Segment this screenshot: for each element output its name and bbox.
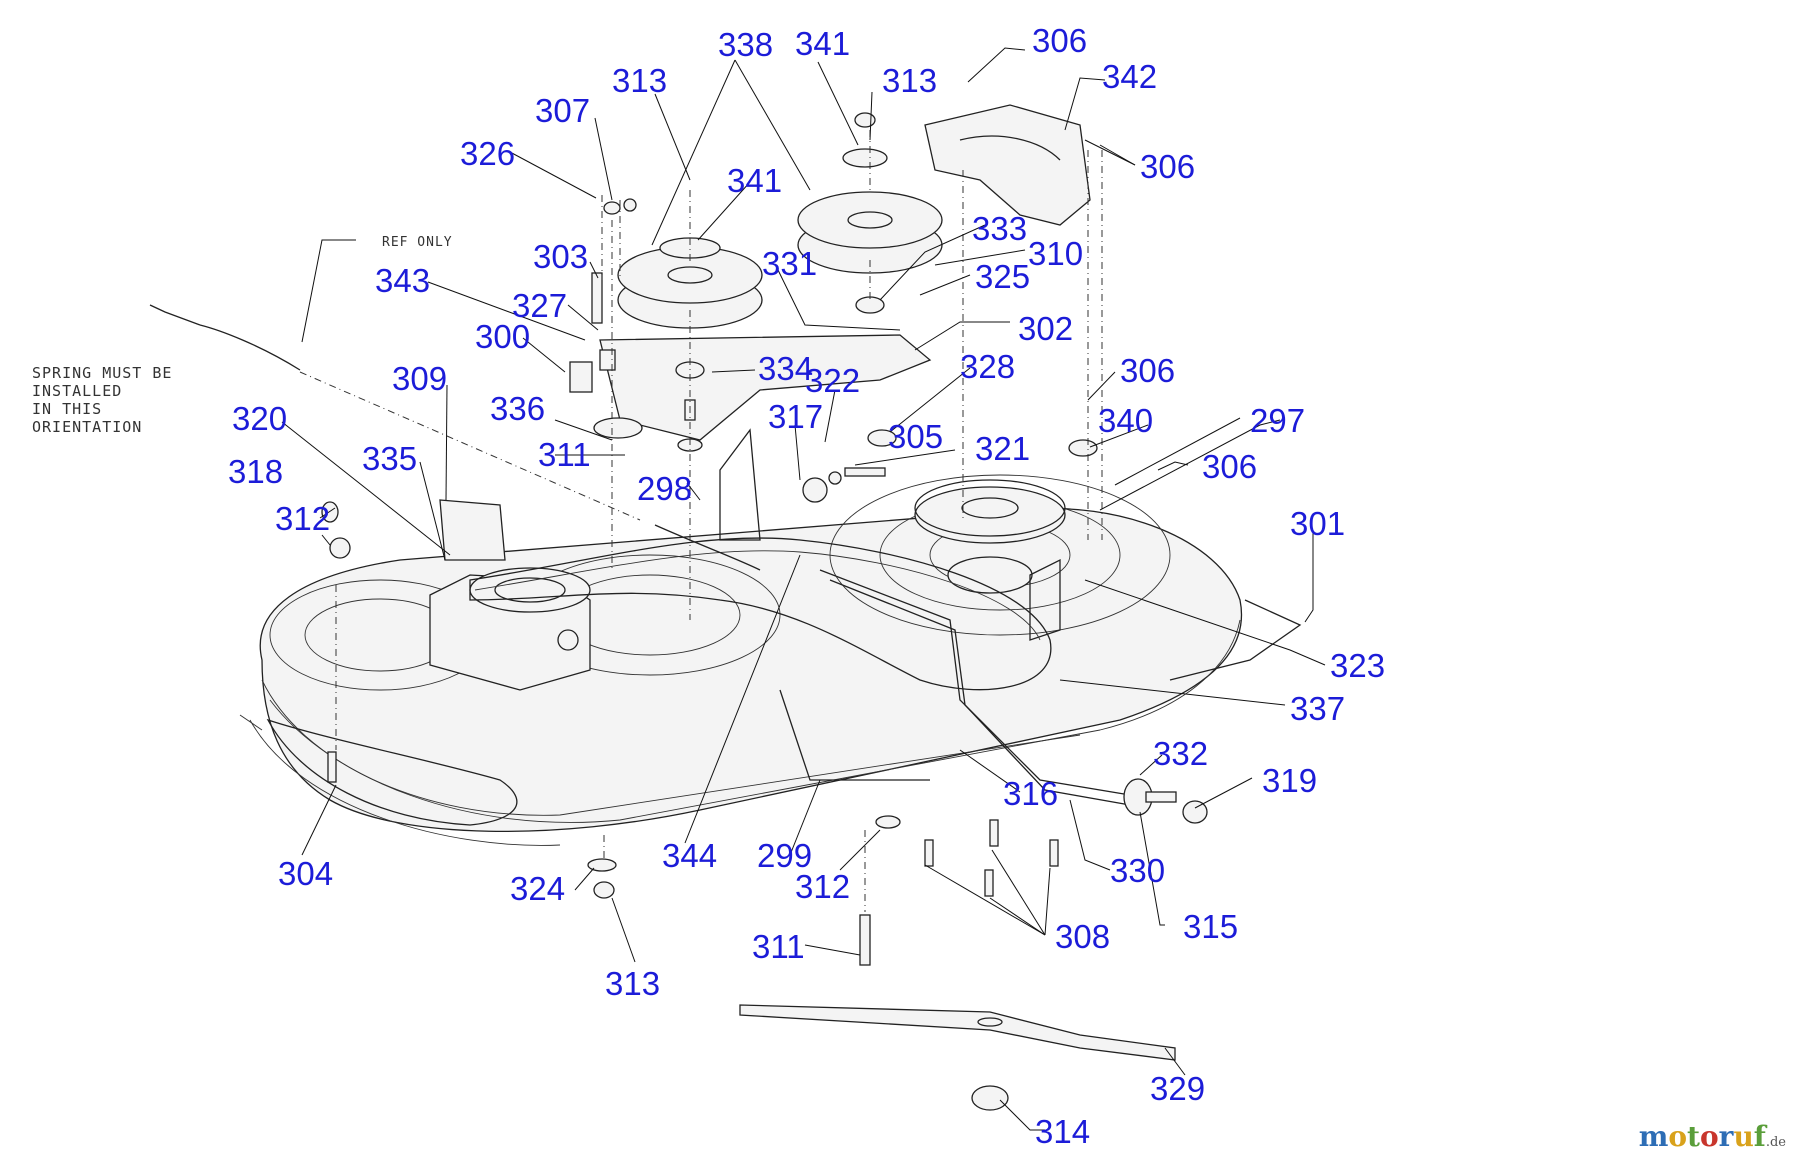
callout-label: 306 [1140, 148, 1195, 185]
callout-label: 307 [535, 92, 590, 129]
callout-leaders [281, 47, 1326, 1131]
motoruf-watermark-logo: motoruf.de [1639, 1120, 1786, 1153]
callout-label: 333 [972, 210, 1027, 247]
callout-label: 332 [1153, 735, 1208, 772]
callout-label: 301 [1290, 505, 1345, 542]
idler-pulley-left [617, 237, 763, 329]
callout-label: 298 [637, 470, 692, 507]
front-link-rod [779, 569, 1131, 806]
callout-label: 305 [888, 418, 943, 455]
callout-label: 344 [662, 837, 717, 874]
spring-orientation-note: SPRING MUST BE INSTALLED IN THIS ORIENTA… [32, 364, 172, 436]
callout-label: 310 [1028, 235, 1083, 272]
callout-label: 342 [1102, 58, 1157, 95]
belt-keeper-bracket [924, 104, 1091, 226]
callout-label: 343 [375, 262, 430, 299]
callout-label: 331 [762, 245, 817, 282]
callout-label: 323 [1330, 647, 1385, 684]
cutting-blade [739, 1004, 1176, 1061]
callout-labels: 338 341 313 313 306 342 307 326 341 306 … [228, 22, 1385, 1150]
watermark-letter: t [1687, 1120, 1700, 1153]
callout-label: 322 [805, 362, 860, 399]
callout-label: 313 [605, 965, 660, 1002]
callout-label: 316 [1003, 775, 1058, 812]
callout-label: 306 [1120, 352, 1175, 389]
spring-note-line-1: SPRING MUST BE [32, 364, 172, 382]
callout-label: 304 [278, 855, 333, 892]
callout-label: 313 [882, 62, 937, 99]
watermark-letter: o [1699, 1120, 1719, 1153]
callout-label: 336 [490, 390, 545, 427]
callout-label: 330 [1110, 852, 1165, 889]
callout-label: 334 [758, 350, 813, 387]
watermark-letter: o [1668, 1120, 1688, 1153]
callout-label: 311 [538, 436, 591, 473]
watermark-letter: u [1733, 1120, 1754, 1153]
callout-label: 329 [1150, 1070, 1205, 1107]
callout-label: 337 [1290, 690, 1345, 727]
spring-note-line-3: IN THIS [32, 400, 102, 418]
idler-pulley-right [797, 148, 943, 274]
callout-label: 312 [275, 500, 330, 537]
callout-label: 325 [975, 258, 1030, 295]
callout-label: 326 [460, 135, 515, 172]
callout-label: 328 [960, 348, 1015, 385]
watermark-letter: f [1753, 1120, 1766, 1153]
callout-label: 318 [228, 453, 283, 490]
callout-label: 341 [727, 162, 782, 199]
callout-label: 313 [612, 62, 667, 99]
callout-label: 320 [232, 400, 287, 437]
callout-label: 317 [768, 398, 823, 435]
callout-label: 340 [1098, 402, 1153, 439]
callout-label: 311 [752, 928, 805, 965]
deck-belt [469, 537, 1052, 691]
callout-label: 335 [362, 440, 417, 477]
callout-label: 312 [795, 868, 850, 905]
ref-only-note: REF ONLY [382, 235, 453, 250]
callout-label: 306 [1032, 22, 1087, 59]
callout-label: 324 [510, 870, 565, 907]
watermark-letter: m [1638, 1120, 1669, 1153]
callout-label: 315 [1183, 908, 1238, 945]
callout-label: 327 [512, 287, 567, 324]
callout-label: 341 [795, 25, 850, 62]
callout-label: 319 [1262, 762, 1317, 799]
callout-label: 321 [975, 430, 1030, 467]
watermark-tld: .de [1765, 1135, 1786, 1150]
callout-label: 309 [392, 360, 447, 397]
watermark-brand: motoruf [1639, 1120, 1766, 1153]
right-spindle-pulley [914, 479, 1066, 641]
callout-label: 308 [1055, 918, 1110, 955]
callout-label: 338 [718, 26, 773, 63]
callout-label: 303 [533, 238, 588, 275]
callout-label: 297 [1250, 402, 1305, 439]
spring-note-line-2: INSTALLED [32, 382, 122, 400]
callout-label: 314 [1035, 1113, 1090, 1150]
cable-and-spring [149, 304, 761, 571]
callout-label: 306 [1202, 448, 1257, 485]
callout-label: 300 [475, 318, 530, 355]
spring-note-line-4: ORIENTATION [32, 418, 142, 436]
callout-label: 302 [1018, 310, 1073, 347]
watermark-letter: r [1718, 1120, 1734, 1153]
assembly-center-lines [335, 130, 1103, 912]
left-spindle-housing [429, 499, 591, 691]
callout-label: 299 [757, 837, 812, 874]
